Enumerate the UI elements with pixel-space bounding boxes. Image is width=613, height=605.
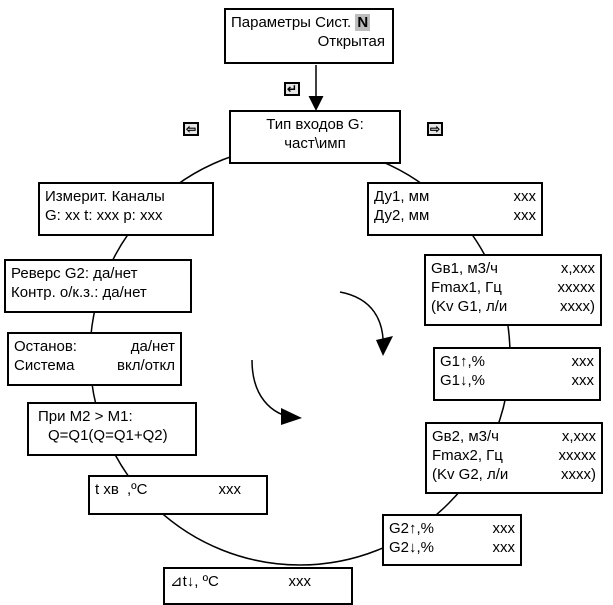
left-arrow-key-icon[interactable]: ⇦ bbox=[183, 122, 199, 136]
rotation-arrow-right-head bbox=[376, 336, 393, 356]
g2-limits-box: G2↑,%xxx G2↓,%xxx bbox=[382, 514, 522, 566]
rotation-arrow-left bbox=[251, 359, 297, 419]
reverse-box: Реверс G2: да/нет Контр. о/к.з.: да/нет bbox=[4, 259, 192, 313]
header-value: Открытая bbox=[317, 33, 385, 50]
header-box: Параметры Сист. N Открытая bbox=[224, 8, 394, 64]
m2-m1-box: При М2 > М1: Q=Q1(Q=Q1+Q2) bbox=[27, 402, 197, 456]
input-type-box: Тип входов G: част\имп bbox=[229, 110, 401, 164]
header-title: Параметры Сист. bbox=[231, 14, 352, 31]
enter-key-icon[interactable]: ↵ bbox=[284, 82, 300, 96]
rotation-arrow-left-head bbox=[281, 408, 302, 425]
g1-limits-box: G1↑,%xxx G1↓,%xxx bbox=[433, 347, 601, 401]
input-type-value: част\имп bbox=[284, 135, 346, 152]
measure-channels-box: Измерит. Каналы G: xx t: xxx p: xxx bbox=[38, 182, 214, 236]
right-arrow-key-icon[interactable]: ⇨ bbox=[427, 122, 443, 136]
input-type-title: Тип входов G: bbox=[266, 116, 364, 133]
cursor-indicator: N bbox=[355, 14, 371, 31]
